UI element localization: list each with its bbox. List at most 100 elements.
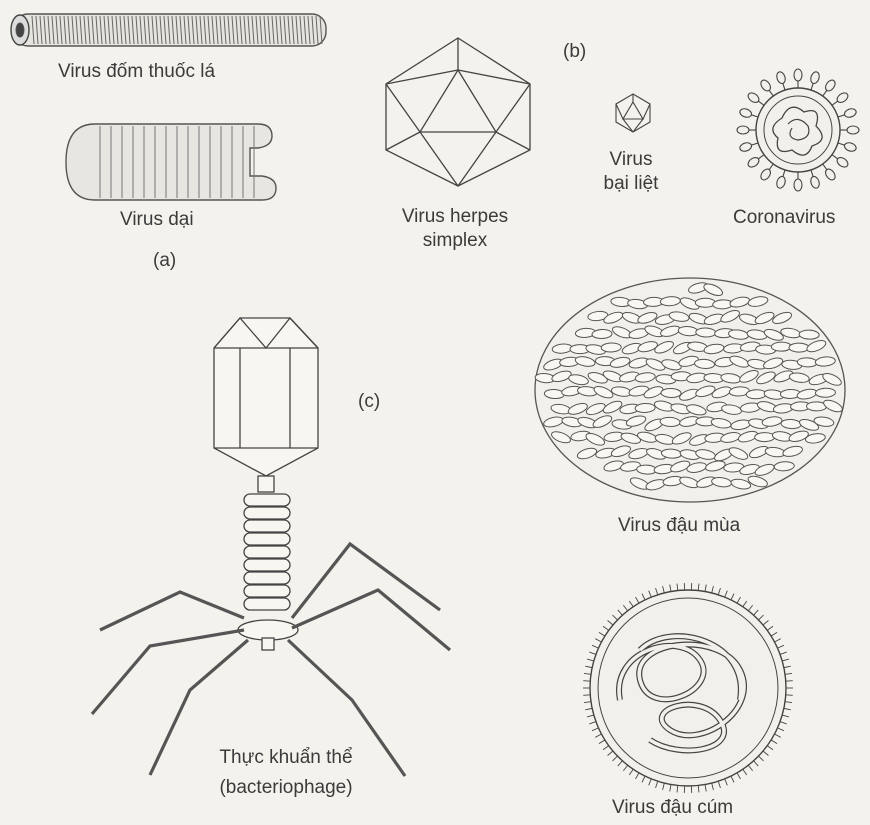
flu-spike (585, 666, 592, 667)
flu-spike (784, 708, 791, 709)
flu-spike (592, 645, 598, 648)
flu-spike (589, 652, 596, 654)
polio-label-line1: Virus (586, 148, 676, 172)
flu-spike (599, 740, 605, 744)
flu-spike (775, 639, 781, 642)
corona-spike-head (759, 167, 773, 181)
flu-spike (603, 746, 609, 750)
flu-spike (636, 773, 640, 779)
flu-spike (698, 584, 699, 591)
flu-virus-drawing (583, 583, 793, 793)
bacteriophage-label-line2: (bacteriophage) (186, 776, 386, 800)
flu-spike (698, 785, 699, 792)
flu-spike (618, 610, 623, 615)
flu-spike (587, 659, 594, 661)
flu-spike (608, 621, 613, 625)
flu-spike (748, 765, 752, 771)
corona-spike-head (809, 175, 820, 189)
tobacco-mosaic-label: Virus đốm thuốc lá (58, 60, 215, 84)
corona-spike-head (843, 141, 857, 152)
phage-tail-ring (244, 598, 290, 610)
flu-spike (677, 584, 678, 591)
flu-spike (595, 734, 601, 737)
flu-spike (743, 769, 747, 775)
flu-spike (737, 773, 741, 779)
corona-spike-head (737, 126, 749, 134)
flu-spike (656, 781, 658, 788)
flu-spike (663, 586, 665, 593)
flu-spike (584, 673, 591, 674)
flu-spike (636, 597, 640, 603)
flu-spike (754, 761, 759, 766)
flu-spike (767, 626, 773, 630)
phage-tail-ring (244, 559, 290, 571)
flu-spike (778, 645, 784, 648)
tobacco-mosaic-virus-drawing (11, 14, 326, 46)
corona-spike-head (847, 126, 859, 134)
flu-spike (589, 722, 596, 724)
flu-spike (718, 781, 720, 788)
flu-spike (629, 601, 633, 607)
corona-spike-head (775, 71, 786, 85)
smallpox-particle (789, 343, 809, 352)
smallpox-particle (695, 298, 715, 307)
flu-spike (737, 597, 741, 603)
corona-spike-head (809, 71, 820, 85)
rabies-virus-drawing (66, 124, 276, 200)
polio-label-line2: bại liệt (586, 172, 676, 196)
panel-a-label: (a) (153, 249, 176, 273)
panel-b-label: (b) (563, 40, 586, 64)
smallpox-particle (696, 328, 716, 338)
rabies-label: Virus dại (120, 208, 194, 232)
bacteriophage-drawing (92, 318, 450, 776)
bacteriophage-label-line1: Thực khuẩn thể (186, 746, 386, 770)
flu-spike (763, 621, 768, 625)
flu-spike (603, 626, 609, 630)
polio-label: Virus bại liệt (586, 148, 676, 196)
flu-spike (725, 779, 728, 785)
phage-tail-ring (244, 494, 290, 506)
smallpox-particle (815, 388, 835, 398)
flu-spike (670, 785, 671, 792)
corona-spike-head (746, 91, 760, 105)
flu-spike (758, 615, 763, 620)
flu-spike (758, 756, 763, 761)
corona-spike-head (835, 156, 849, 170)
flu-spike (778, 728, 784, 731)
flu-spike (584, 702, 591, 703)
flu-spike (587, 715, 594, 717)
smallpox-particle (755, 433, 775, 442)
flu-spike (612, 756, 617, 761)
flu-spike (612, 615, 617, 620)
corona-spike-head (759, 78, 773, 92)
corona-spike-head (843, 107, 857, 118)
flu-spike (642, 776, 645, 782)
flu-spike (767, 746, 773, 750)
smallpox-label: Virus đậu mùa (618, 514, 740, 538)
smallpox-particle (799, 330, 819, 340)
smallpox-particle (592, 329, 612, 339)
flu-spike (780, 722, 787, 724)
flu-spike (780, 652, 787, 654)
phage-tail-ring (244, 520, 290, 532)
coronavirus-label: Coronavirus (733, 206, 835, 230)
flu-spike (731, 776, 734, 782)
phage-tail-ring (244, 533, 290, 545)
flu-spike (785, 673, 792, 674)
flu-spike (608, 751, 613, 755)
flu-spike (623, 765, 627, 771)
flu-spike (656, 588, 658, 595)
flu-spike (771, 632, 777, 636)
flu-spike (649, 591, 652, 597)
corona-spike-head (746, 156, 760, 170)
smallpox-virus-drawing (535, 278, 845, 502)
flu-spike (670, 585, 671, 592)
flu-spike (712, 783, 714, 790)
flu-virus-label: Virus đậu cúm (612, 796, 733, 820)
phage-tail-ring (244, 572, 290, 584)
smallpox-particle (771, 342, 791, 351)
flu-spike (784, 666, 791, 667)
flu-spike (743, 601, 747, 607)
flu-spike (785, 702, 792, 703)
